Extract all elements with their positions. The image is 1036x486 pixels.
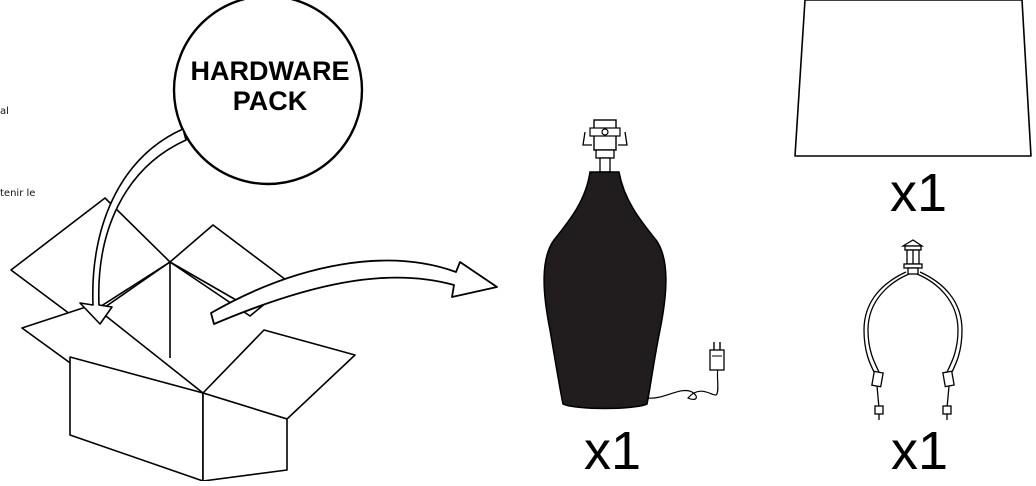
box-inner-edges-2: [94, 261, 251, 311]
hardware-pack-circle: [172, 0, 364, 186]
hardware-pack-label-line-2: PACK: [232, 86, 308, 116]
lamp-plug: [709, 349, 725, 371]
hardware-pack-label: HARDWARE PACK: [172, 56, 368, 116]
lamp-shade-illustration: [794, 0, 1032, 157]
open-box-illustration: [10, 197, 356, 482]
box-front-right-side: [202, 392, 288, 482]
hardware-pack-label-line-1: HARDWARE: [190, 56, 350, 86]
harp-quantity: x1: [891, 421, 949, 481]
lamp-cord: [646, 369, 719, 401]
cropped-side-text-1: al: [0, 106, 9, 117]
harp-illustration: [863, 239, 963, 420]
lamp-base-illustration: [543, 119, 725, 410]
lamp-base-quantity: x1: [584, 421, 642, 481]
box-to-parts-arrow: [210, 259, 498, 325]
box-front-left-side: [69, 356, 204, 482]
cropped-side-text-2: tenir le: [0, 188, 36, 199]
lamp-base-body: [543, 171, 667, 410]
pack-to-box-arrow: [79, 128, 187, 325]
lamp-shade-quantity: x1: [890, 163, 948, 223]
